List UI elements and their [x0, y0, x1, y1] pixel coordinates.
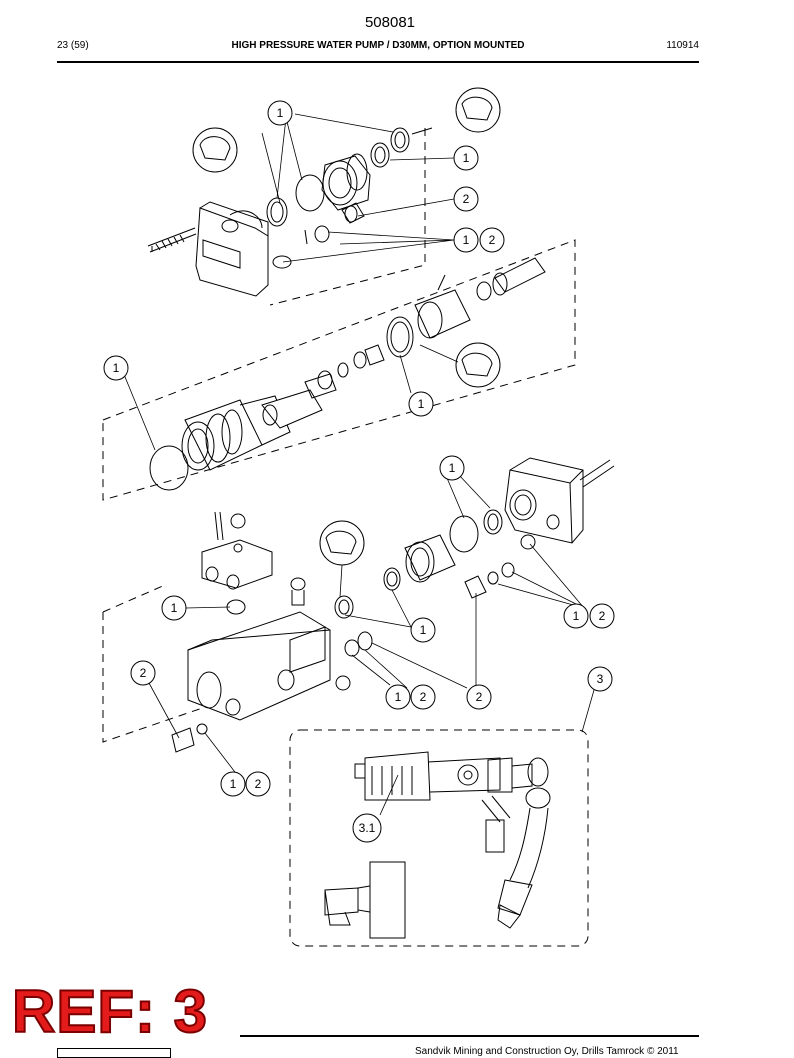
svg-text:1: 1 — [449, 461, 456, 475]
svg-text:2: 2 — [476, 690, 483, 704]
svg-text:3: 3 — [597, 672, 604, 686]
svg-text:2: 2 — [140, 666, 147, 680]
page-title: HIGH PRESSURE WATER PUMP / D30MM, OPTION… — [231, 40, 525, 51]
svg-text:1: 1 — [463, 233, 470, 247]
callout-1-a: 1 — [267, 100, 293, 126]
svg-text:1: 1 — [395, 690, 402, 704]
callout-2-a: 2 — [453, 186, 479, 212]
callout-1-h: 1 — [410, 617, 436, 643]
svg-text:1: 1 — [171, 601, 178, 615]
page-number: 23 (59) — [57, 40, 89, 51]
top-pump-cylinder — [321, 127, 433, 211]
callout-3: 3 — [587, 666, 613, 692]
callout-1-c: 1 — [453, 227, 479, 253]
callout-1-j: 1 — [385, 684, 411, 710]
callout-2-g: 2 — [245, 771, 271, 797]
svg-text:2: 2 — [420, 690, 427, 704]
callout-1-i: 1 — [563, 603, 589, 629]
document-number: 508081 — [364, 14, 416, 31]
svg-text:1: 1 — [230, 777, 237, 791]
lower-pump-cylinder — [334, 534, 515, 619]
ref-stamp: REF: 3 — [11, 978, 209, 1045]
svg-text:1: 1 — [420, 623, 427, 637]
header-row: 23 (59) HIGH PRESSURE WATER PUMP / D30MM… — [57, 40, 699, 56]
callout-2-b: 2 — [479, 227, 505, 253]
callout-1-e: 1 — [408, 391, 434, 417]
callout-1-g: 1 — [161, 595, 187, 621]
footer-rule — [240, 1035, 699, 1037]
lower-dash-box — [102, 584, 291, 743]
header-rule — [57, 61, 699, 63]
company-logo — [57, 1048, 171, 1058]
top-dash-box — [269, 128, 426, 306]
svg-text:1: 1 — [113, 361, 120, 375]
svg-text:2: 2 — [489, 233, 496, 247]
svg-text:1: 1 — [277, 106, 284, 120]
callout-2-d: 2 — [410, 684, 436, 710]
middle-pump-cylinder — [181, 257, 546, 471]
svg-text:2: 2 — [463, 192, 470, 206]
top-valve-body — [147, 174, 325, 297]
svg-text:2: 2 — [599, 609, 606, 623]
svg-text:1: 1 — [463, 151, 470, 165]
date-code: 110914 — [666, 40, 699, 51]
lower-manifold-block — [171, 511, 373, 753]
callout-1-b: 1 — [453, 145, 479, 171]
middle-dash-box — [102, 239, 576, 501]
callout-3-1: 3.1 — [352, 813, 382, 843]
small-valve-top — [304, 202, 365, 245]
callout-2-e: 2 — [466, 684, 492, 710]
lower-right-valve-body — [449, 457, 615, 553]
callout-1-k: 1 — [220, 771, 246, 797]
footer-copyright: Sandvik Mining and Construction Oy, Dril… — [415, 1046, 679, 1057]
option-box — [289, 729, 589, 947]
callout-2-c: 2 — [589, 603, 615, 629]
svg-text:1: 1 — [418, 397, 425, 411]
svg-text:1: 1 — [573, 609, 580, 623]
svg-text:2: 2 — [255, 777, 262, 791]
svg-text:3.1: 3.1 — [359, 821, 376, 835]
callout-1-d: 1 — [103, 355, 129, 381]
callout-2-f: 2 — [130, 660, 156, 686]
callout-1-f: 1 — [439, 455, 465, 481]
